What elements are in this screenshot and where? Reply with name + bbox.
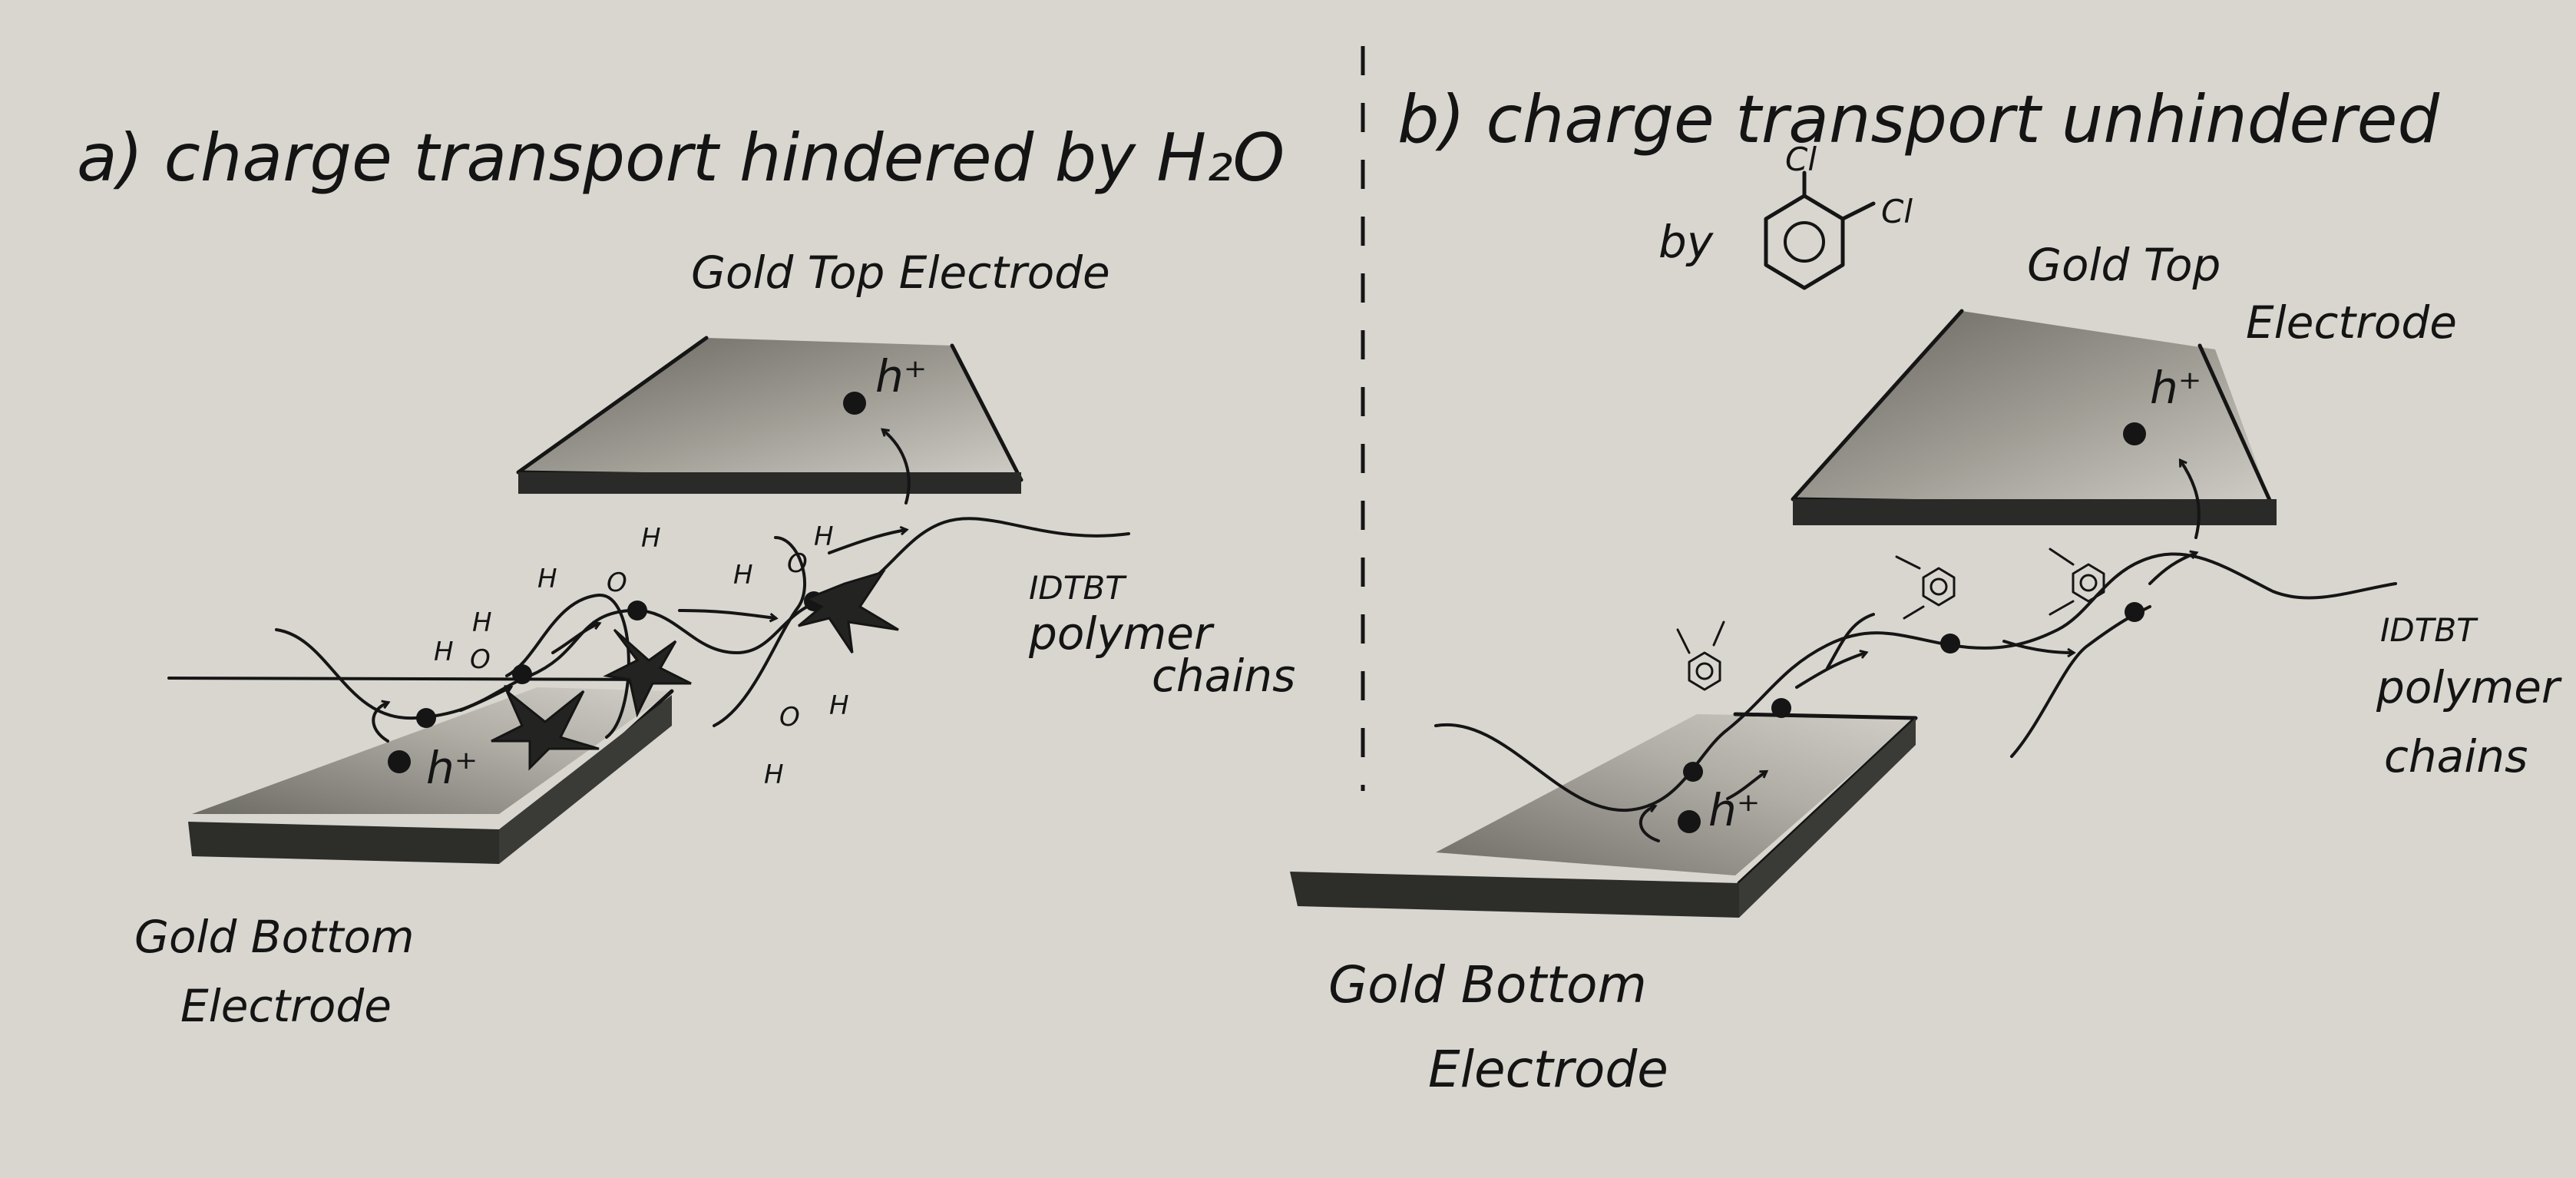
svg-text:H: H: [764, 759, 784, 790]
panel-a-chains-label-3: chains: [1152, 650, 1295, 702]
panel-b-title: b) charge transport unhindered: [1397, 81, 2440, 158]
panel-b-bottom-electrode-label-1: Gold Bottom: [1328, 955, 1647, 1014]
panel-b-hole-label-bottom: h⁺: [1708, 784, 1760, 836]
panel-a-hole-label-top: h⁺: [875, 350, 927, 402]
panel-a-hole-top: [843, 392, 866, 415]
panel-b-transport-arrows: [1639, 458, 2201, 842]
panel-b-polymer-chains: [1434, 552, 2397, 812]
panel-b-bottom-electrode-label-2: Electrode: [1428, 1040, 1668, 1099]
svg-text:O: O: [470, 644, 491, 675]
panel-b-chains-label-3: chains: [2384, 730, 2528, 783]
panel-b-top-electrode: [1791, 309, 2277, 525]
panel-b-bottom-electrode: [1290, 712, 1918, 918]
panel-a-polymer-chains: [275, 517, 1130, 739]
panel-a-bottom-electrode-label-2: Electrode: [180, 980, 392, 1032]
panel-a-transport-arrows: [372, 428, 911, 743]
solvent-molecule: [2049, 548, 2105, 616]
panel-a-chains-label-2: polymer: [1028, 607, 1215, 660]
panel-b-hole-bottom: [1678, 810, 1701, 833]
panel-a-trap-sites: [491, 570, 899, 771]
panel-b-title-dichlorobenzene: Cl Cl: [1764, 141, 1913, 290]
svg-text:O: O: [787, 548, 808, 579]
panel-b: b) charge transport unhindered by Cl Cl …: [1290, 81, 2562, 1099]
solvent-molecule: [1676, 620, 1725, 691]
panel-a-water-molecules: H O H H O H H O H H O H: [434, 521, 849, 790]
panel-b-title-by: by: [1658, 216, 1714, 268]
svg-text:H: H: [814, 521, 834, 552]
panel-b-chains-label-2: polymer: [2376, 661, 2562, 713]
panel-a: a) charge transport hindered by H₂O Gold…: [77, 120, 1295, 1032]
panel-b-hole-label-top: h⁺: [2150, 362, 2201, 414]
svg-text:H: H: [537, 564, 557, 594]
panel-b-solvent-molecules: [1676, 548, 2105, 691]
svg-text:Cl: Cl: [1785, 141, 1817, 178]
panel-b-top-electrode-label-2: Electrode: [2246, 296, 2457, 349]
panel-a-chains-label-1: IDTBT: [1029, 569, 1127, 607]
panel-b-hole-top: [2123, 422, 2146, 445]
panel-a-title: a) charge transport hindered by H₂O: [77, 120, 1285, 197]
panel-a-hole-label-bottom: h⁺: [426, 742, 478, 794]
solvent-molecule: [1895, 555, 1956, 620]
svg-text:H: H: [829, 690, 849, 721]
svg-text:O: O: [607, 567, 627, 598]
svg-text:H: H: [434, 637, 454, 667]
panel-a-top-electrode-label: Gold Top Electrode: [691, 247, 1110, 299]
panel-a-bottom-electrode-label-1: Gold Bottom: [134, 911, 415, 963]
panel-a-bottom-electrode: [167, 677, 674, 864]
svg-text:H: H: [472, 607, 492, 638]
svg-text:H: H: [641, 523, 661, 554]
svg-text:Cl: Cl: [1881, 193, 1913, 230]
panel-b-top-electrode-label-1: Gold Top: [2027, 239, 2221, 291]
svg-text:H: H: [733, 560, 753, 591]
panel-a-top-electrode: [516, 336, 1023, 494]
svg-text:O: O: [779, 702, 800, 733]
panel-a-hole-bottom: [388, 750, 411, 773]
panel-b-chains-label-1: IDTBT: [2380, 611, 2478, 649]
